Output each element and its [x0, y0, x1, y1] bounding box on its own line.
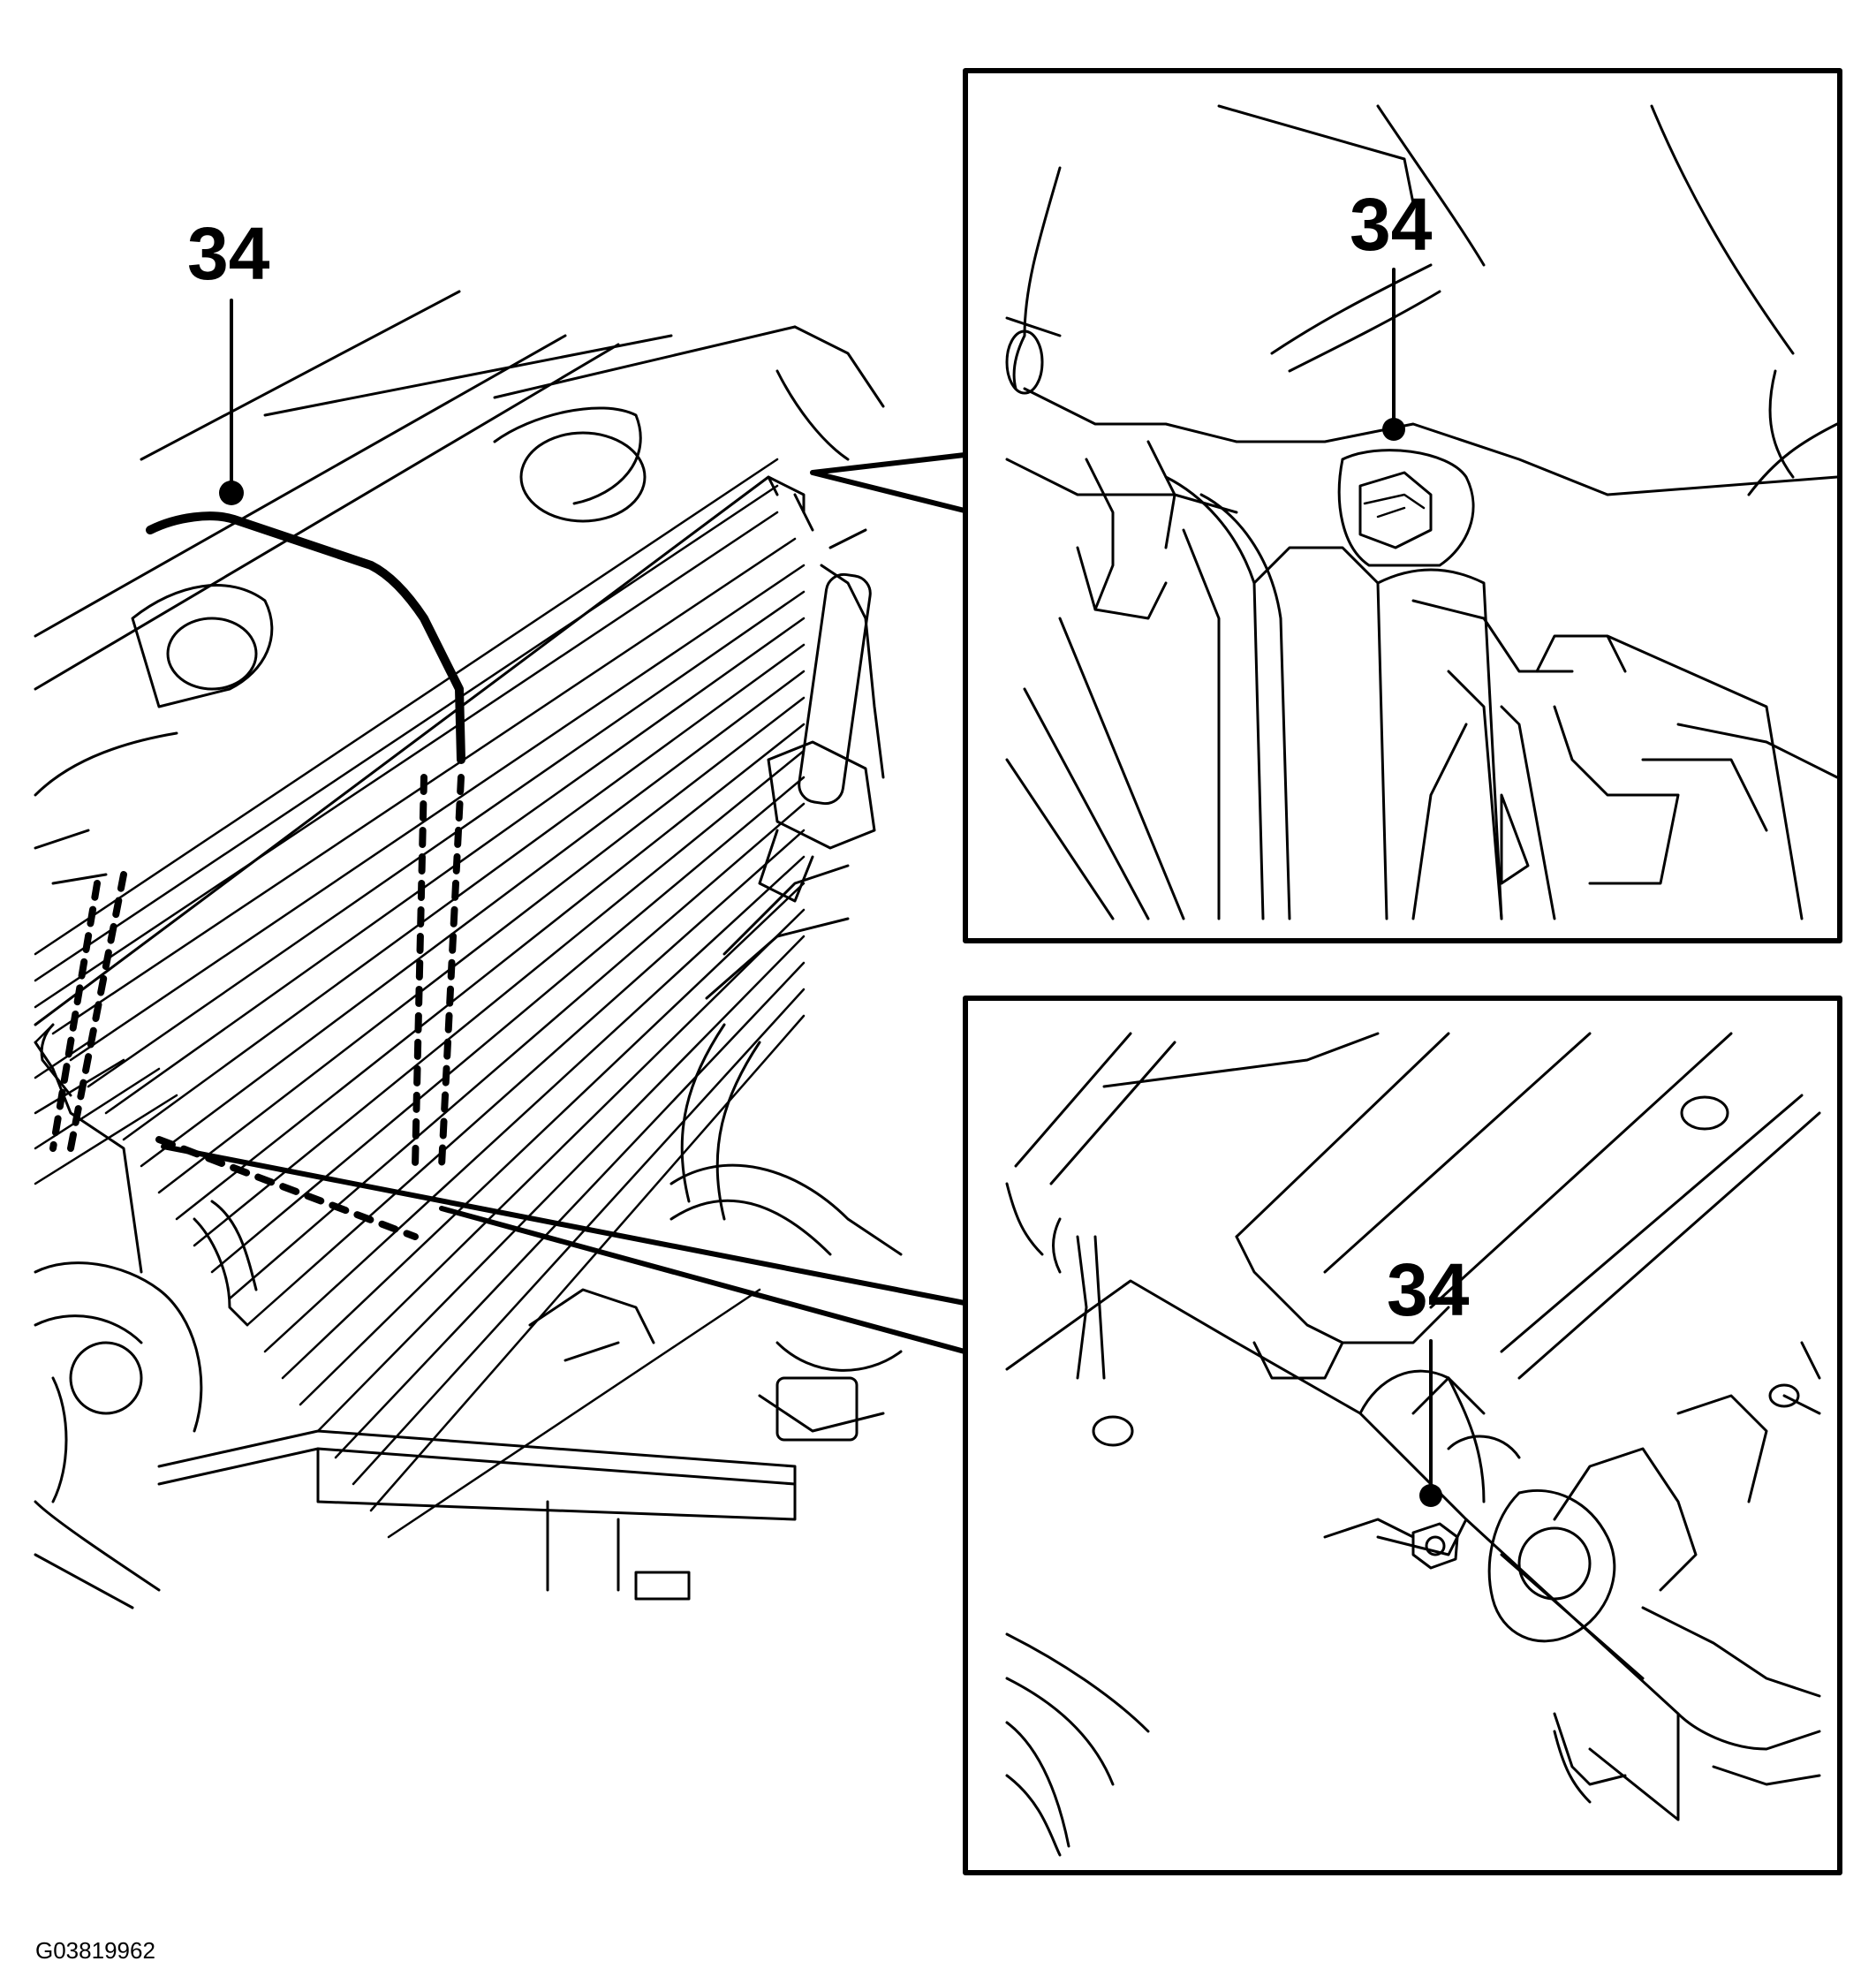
body-panel-lines	[34, 290, 797, 691]
upper-body-curves	[493, 325, 885, 505]
callout-lower-inset-label: 34	[1387, 1248, 1470, 1331]
fuse-box-top	[157, 1429, 797, 1486]
callout-main-label: 34	[187, 212, 270, 295]
upper-inset	[963, 68, 1842, 943]
condenser-top-tank	[40, 1023, 72, 1097]
lower-inset-leader-dot	[1419, 1484, 1442, 1507]
left-bracket	[131, 584, 274, 708]
lower-inset-pointer	[161, 1144, 967, 1354]
mounting-bracket-highlight	[146, 511, 465, 764]
hose-mid	[669, 1163, 903, 1256]
receiver-drier	[798, 572, 872, 806]
main-view	[34, 290, 967, 1609]
lower-components	[758, 1341, 903, 1433]
connector-right	[758, 740, 876, 903]
upper-inset-leader-dot	[1382, 418, 1405, 441]
bracket-dashed-line	[412, 774, 465, 1170]
mounting-bolt	[1358, 471, 1433, 549]
fuse-box-slot	[634, 1571, 691, 1601]
mounting-nut	[1411, 1522, 1459, 1570]
connector-lower	[775, 1376, 859, 1442]
upper-inset-pointer	[810, 452, 967, 513]
ac-line-upper	[793, 493, 885, 779]
main-leader-dot	[219, 481, 244, 505]
pipe-lower	[193, 1200, 258, 1327]
reservoir-cap	[519, 431, 647, 523]
lower-left-hose	[34, 1261, 203, 1503]
fuse-box	[316, 1447, 797, 1592]
condenser-frame	[34, 475, 806, 1274]
lower-inset	[963, 996, 1842, 1875]
bottom-dashed-line	[155, 1136, 419, 1240]
lower-left-fitting	[69, 1341, 143, 1415]
condenser-core	[34, 458, 806, 1539]
left-dashed-line	[49, 871, 127, 1152]
callout-upper-inset-label: 34	[1350, 183, 1433, 266]
figure-code: G03819962	[35, 1937, 155, 1964]
bolt-boss	[1337, 449, 1475, 567]
hose-right	[680, 864, 850, 1221]
upper-inset-frame	[963, 68, 1842, 943]
